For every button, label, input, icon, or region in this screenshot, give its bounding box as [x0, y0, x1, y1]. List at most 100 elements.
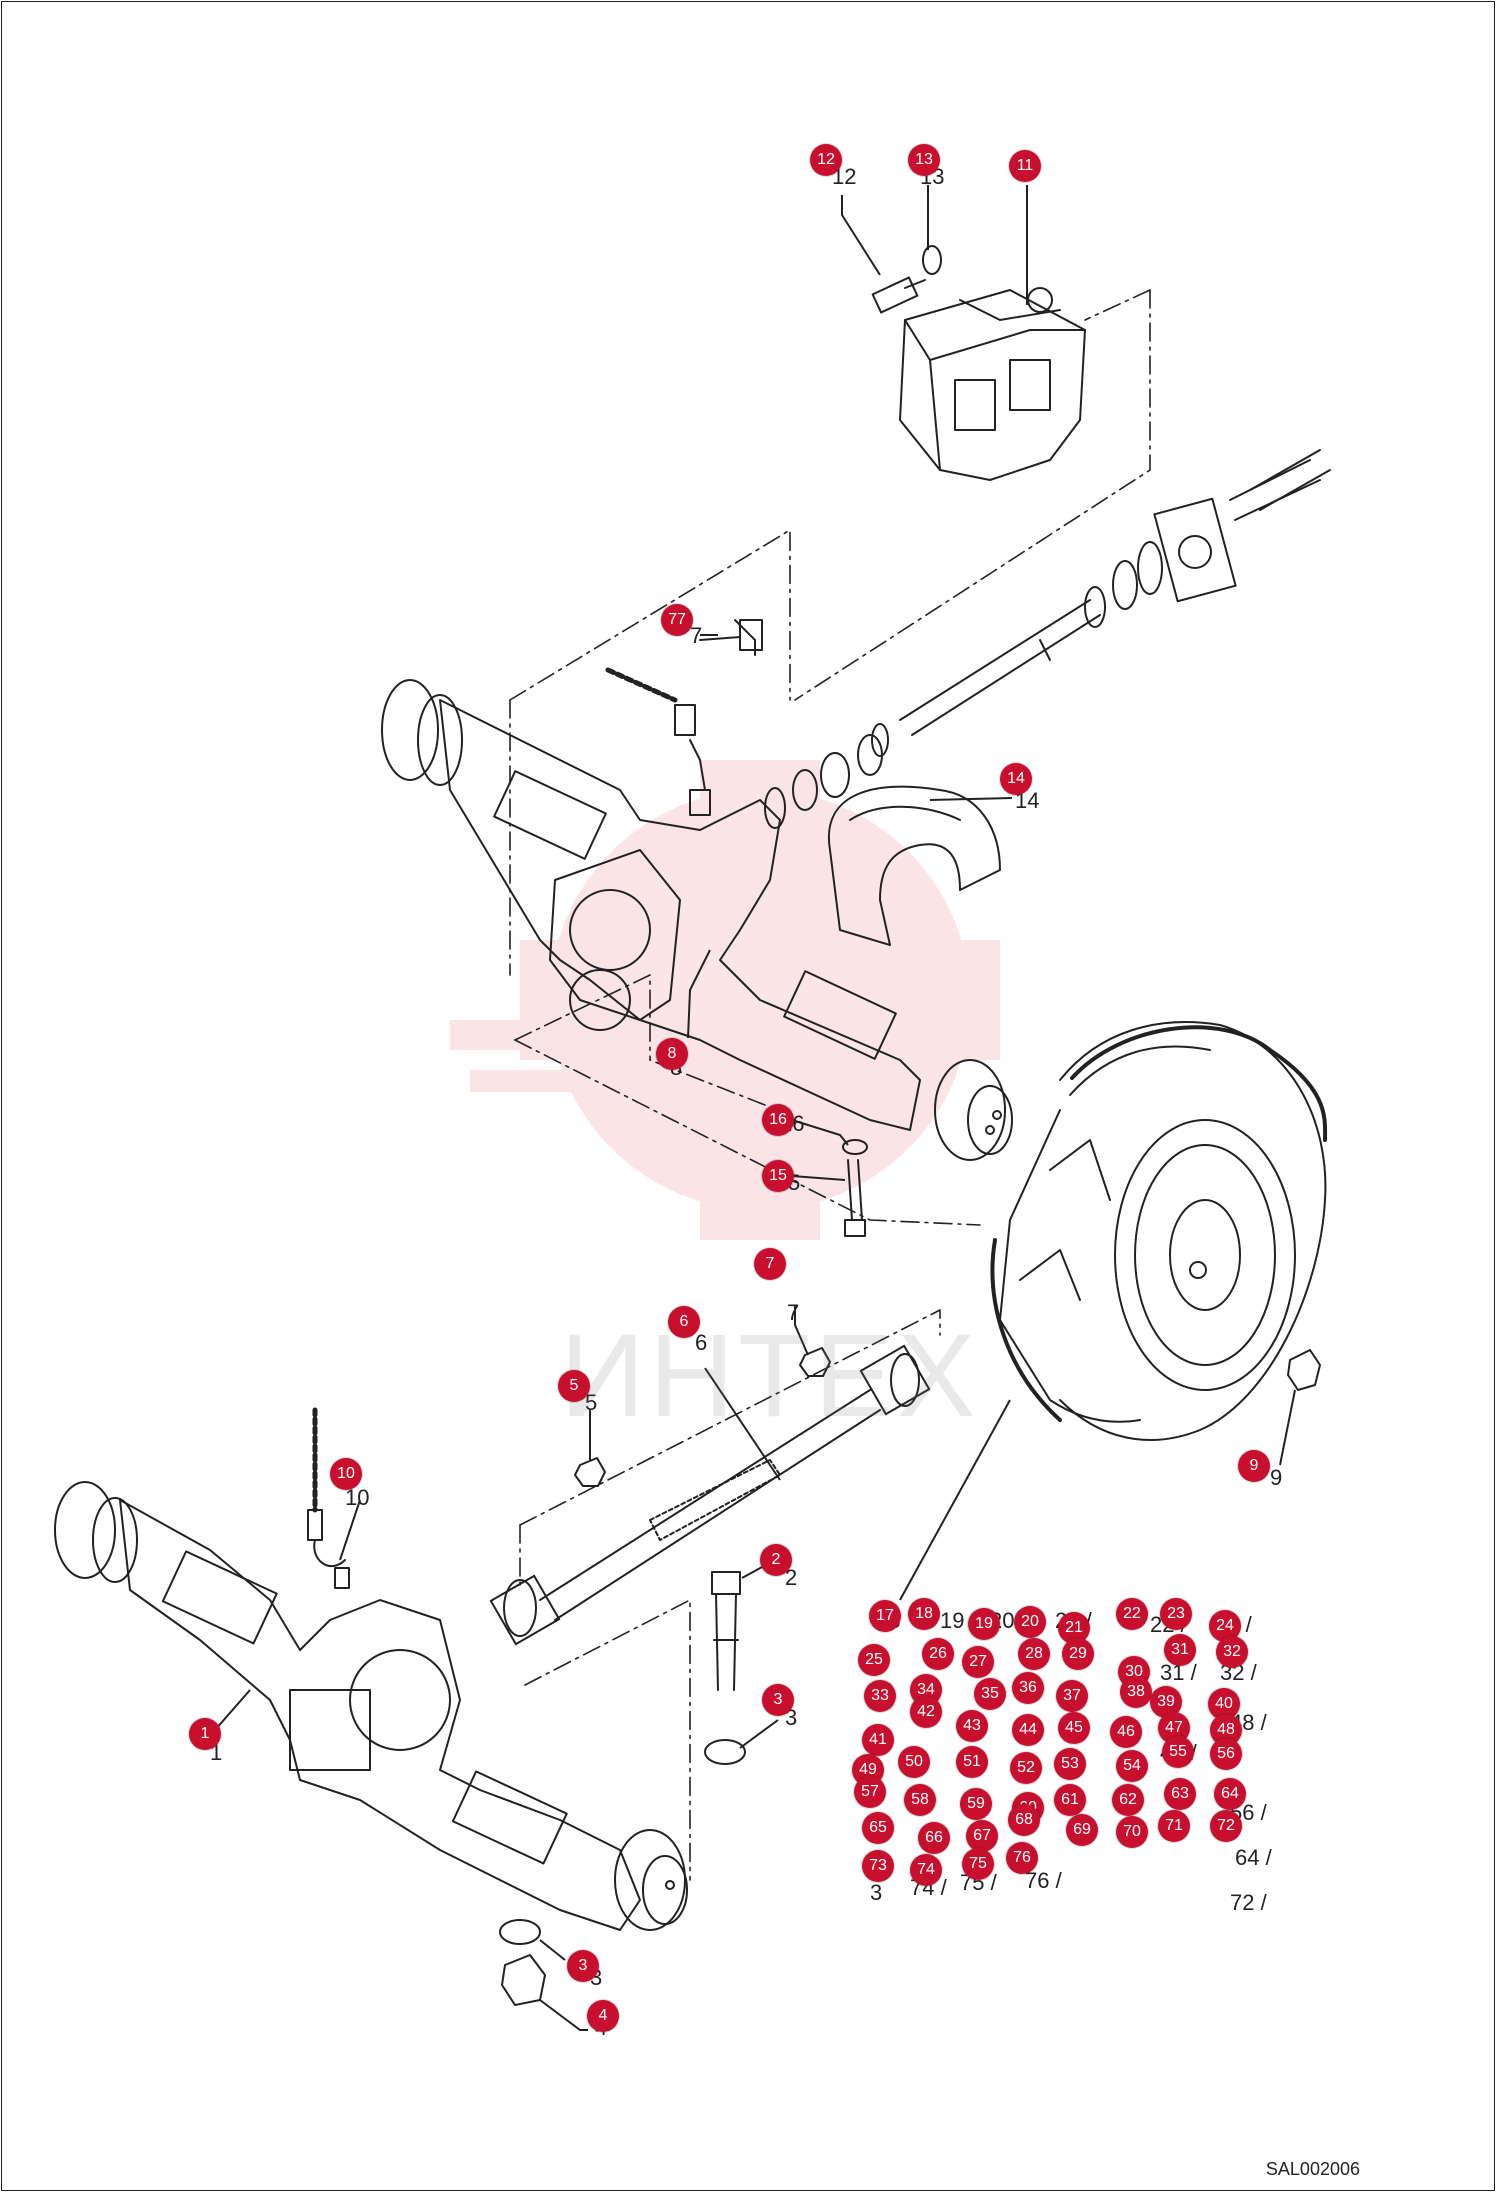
- callout-25[interactable]: 25: [858, 1644, 890, 1676]
- callout-67[interactable]: 67: [966, 1820, 998, 1852]
- callout-2[interactable]: 2: [760, 1544, 792, 1576]
- washer-16-part: [842, 1139, 868, 1155]
- watermark-text: ИНТЕХ: [560, 1310, 980, 1442]
- callout-27[interactable]: 27: [962, 1646, 994, 1678]
- svg-text:7: 7: [690, 623, 702, 648]
- breather-fitting-77: [699, 619, 763, 656]
- callout-29[interactable]: 29: [1062, 1638, 1094, 1670]
- callout-22[interactable]: 22: [1116, 1598, 1148, 1630]
- callout-8[interactable]: 8: [656, 1038, 688, 1070]
- callout-3b[interactable]: 3: [567, 1950, 599, 1982]
- nut-4-part: [501, 1954, 546, 2006]
- callout-43[interactable]: 43: [956, 1710, 988, 1742]
- callout-54[interactable]: 54: [1116, 1750, 1148, 1782]
- callout-70[interactable]: 70: [1116, 1816, 1148, 1848]
- washer-13-part: [922, 245, 942, 275]
- callout-31[interactable]: 31: [1164, 1634, 1196, 1666]
- svg-text:3: 3: [870, 1880, 882, 1905]
- callout-32[interactable]: 32: [1216, 1636, 1248, 1668]
- cover-14-part: [827, 785, 1001, 946]
- callout-59[interactable]: 59: [960, 1788, 992, 1820]
- callout-68[interactable]: 68: [1008, 1804, 1040, 1836]
- callout-52[interactable]: 52: [1010, 1752, 1042, 1784]
- callout-41[interactable]: 41: [862, 1724, 894, 1756]
- callout-56[interactable]: 56: [1210, 1738, 1242, 1770]
- callout-36[interactable]: 36: [1012, 1672, 1044, 1704]
- callout-1[interactable]: 1: [189, 1718, 221, 1750]
- callout-6[interactable]: 6: [668, 1306, 700, 1338]
- callout-10[interactable]: 10: [330, 1458, 362, 1490]
- callout-23[interactable]: 23: [1160, 1598, 1192, 1630]
- callout-18[interactable]: 18: [908, 1598, 940, 1630]
- callout-16[interactable]: 16: [762, 1104, 794, 1136]
- callout-57[interactable]: 57: [854, 1776, 886, 1808]
- wheel-nut-9-part: [1287, 1349, 1321, 1391]
- callout-9[interactable]: 9: [1238, 1450, 1270, 1482]
- callout-42[interactable]: 42: [910, 1696, 942, 1728]
- callout-62[interactable]: 62: [1112, 1784, 1144, 1816]
- callout-66[interactable]: 66: [918, 1822, 950, 1854]
- drive-shaft-upper: [899, 449, 1331, 736]
- callout-35[interactable]: 35: [974, 1678, 1006, 1710]
- bolt-15-part: [844, 1159, 866, 1237]
- svg-text:2: 2: [785, 1565, 797, 1590]
- callout-12[interactable]: 12: [810, 144, 842, 176]
- callout-61[interactable]: 61: [1054, 1784, 1086, 1816]
- nut-5-part: [574, 1457, 606, 1487]
- callout-33[interactable]: 33: [864, 1680, 896, 1712]
- callout-71[interactable]: 71: [1158, 1810, 1190, 1842]
- wheel-tire-assembly: [999, 1021, 1327, 1441]
- callout-44[interactable]: 44: [1012, 1714, 1044, 1746]
- callout-72[interactable]: 72: [1210, 1810, 1242, 1842]
- callout-58[interactable]: 58: [904, 1784, 936, 1816]
- svg-text:72 /: 72 /: [1230, 1890, 1268, 1915]
- callout-74[interactable]: 74: [910, 1854, 942, 1886]
- callout-5[interactable]: 5: [558, 1370, 590, 1402]
- callout-76[interactable]: 76: [1006, 1842, 1038, 1874]
- cardan-shaft-6: [489, 1344, 931, 1646]
- callout-65[interactable]: 65: [862, 1812, 894, 1844]
- svg-text:5: 5: [585, 1390, 597, 1415]
- callout-15[interactable]: 15: [762, 1160, 794, 1192]
- callout-63[interactable]: 63: [1164, 1778, 1196, 1810]
- callout-69[interactable]: 69: [1066, 1814, 1098, 1846]
- callout-3a[interactable]: 3: [762, 1684, 794, 1716]
- callout-50[interactable]: 50: [898, 1746, 930, 1778]
- callout-13[interactable]: 13: [908, 144, 940, 176]
- callout-51[interactable]: 51: [956, 1746, 988, 1778]
- hose-fitting: [605, 667, 711, 816]
- callout-77[interactable]: 77: [661, 604, 693, 636]
- callout-46[interactable]: 46: [1110, 1716, 1142, 1748]
- callout-38[interactable]: 38: [1120, 1676, 1152, 1708]
- callout-53[interactable]: 53: [1054, 1748, 1086, 1780]
- bolt-2-part: [711, 1571, 741, 1691]
- callout-75[interactable]: 75: [962, 1848, 994, 1880]
- callout-20[interactable]: 20: [1014, 1606, 1046, 1638]
- callout-7[interactable]: 7: [754, 1248, 786, 1280]
- svg-text:19: 19: [940, 1608, 964, 1633]
- callout-45[interactable]: 45: [1058, 1712, 1090, 1744]
- rear-axle-1: [54, 1481, 688, 1931]
- watermark-logo: [450, 760, 1000, 1240]
- callout-14[interactable]: 14: [1000, 763, 1032, 795]
- breather-10-part: [307, 1407, 350, 1589]
- drawing-code: SAL002006: [1265, 2159, 1360, 2179]
- callout-40[interactable]: 40: [1208, 1688, 1240, 1720]
- svg-text:64 /: 64 /: [1235, 1845, 1273, 1870]
- callout-37[interactable]: 37: [1056, 1680, 1088, 1712]
- callout-55[interactable]: 55: [1162, 1736, 1194, 1768]
- callout-28[interactable]: 28: [1018, 1638, 1050, 1670]
- svg-text:9: 9: [1270, 1465, 1282, 1490]
- svg-text:6: 6: [695, 1330, 707, 1355]
- callout-11[interactable]: 11: [1009, 150, 1041, 182]
- washer-3b-part: [499, 1919, 541, 1945]
- callout-73[interactable]: 73: [862, 1850, 894, 1882]
- callout-64[interactable]: 64: [1214, 1778, 1246, 1810]
- valve-housing-part: [899, 287, 1086, 481]
- callout-4[interactable]: 4: [587, 2000, 619, 2032]
- callout-17[interactable]: 17: [869, 1600, 901, 1632]
- nut-7-part: [799, 1347, 831, 1377]
- callout-19[interactable]: 19: [968, 1608, 1000, 1640]
- callout-26[interactable]: 26: [922, 1638, 954, 1670]
